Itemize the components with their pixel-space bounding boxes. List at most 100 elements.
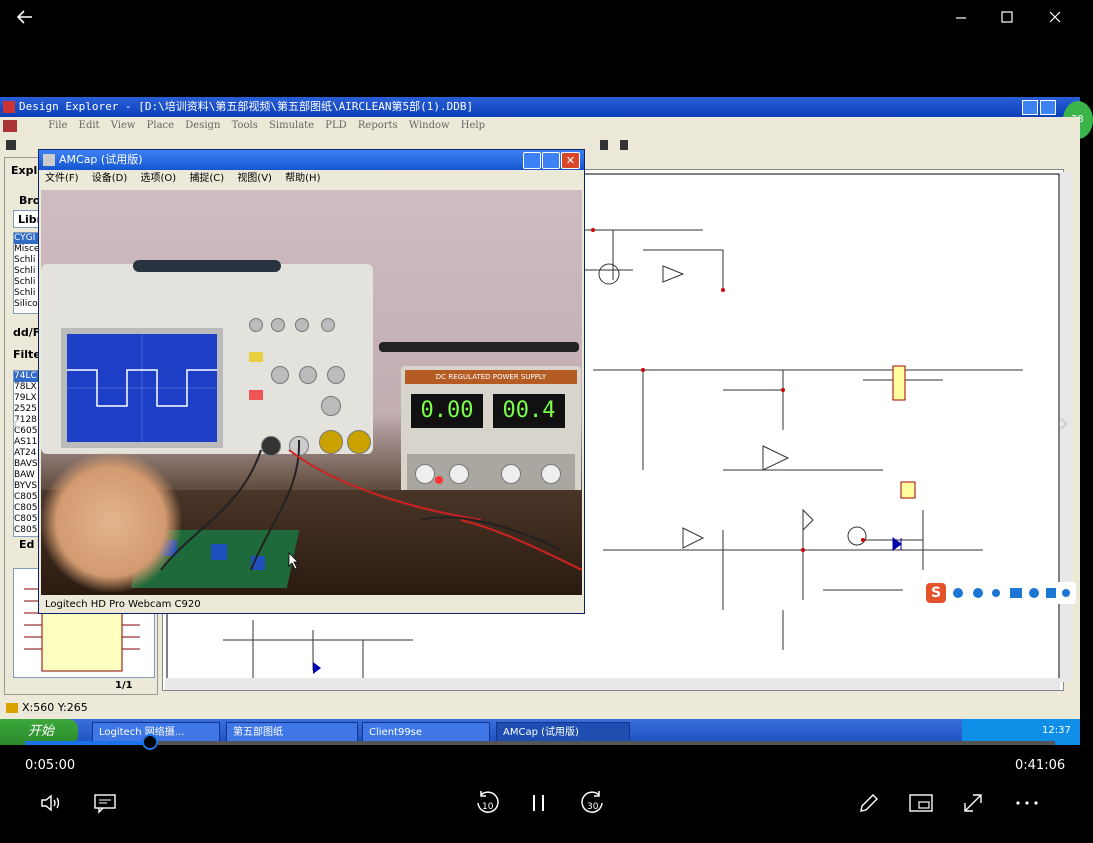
list-item[interactable]: Schli xyxy=(14,266,36,276)
chevron-right-icon[interactable]: › xyxy=(1058,406,1070,439)
progress-handle[interactable] xyxy=(142,734,159,750)
vertical-scrollbar[interactable] xyxy=(1060,172,1072,682)
start-label: 开始 xyxy=(28,724,55,739)
toolbar-icon[interactable] xyxy=(600,140,608,150)
scope-handle xyxy=(133,260,281,272)
list-item[interactable]: 2525 xyxy=(14,404,37,414)
menu-pld[interactable]: PLD xyxy=(325,120,347,131)
pen-icon[interactable] xyxy=(854,788,884,818)
psu-handle xyxy=(379,342,579,352)
toolbar-icon[interactable] xyxy=(620,140,628,150)
menu-file[interactable]: 文件(F) xyxy=(45,173,79,184)
menu-device[interactable]: 设备(D) xyxy=(91,173,128,184)
menu-help[interactable]: 帮助(H) xyxy=(285,173,321,184)
amcap-statusbar: Logitech HD Pro Webcam C920 xyxy=(39,596,584,613)
svg-text:10: 10 xyxy=(482,802,494,812)
video-frame[interactable]: Design Explorer - [D:\培训资料\第五部视频\第五部图纸\A… xyxy=(0,97,1093,745)
progress-track[interactable] xyxy=(25,741,1055,745)
list-item[interactable]: C805 xyxy=(14,525,38,535)
menu-options[interactable]: 选项(O) xyxy=(140,173,177,184)
list-item[interactable]: AT24 xyxy=(14,448,37,458)
list-item[interactable]: C605 xyxy=(14,426,38,436)
menu-design[interactable]: Design xyxy=(185,120,221,131)
list-item[interactable]: C805 xyxy=(14,492,38,502)
app-icon xyxy=(3,101,15,113)
menu-view[interactable]: View xyxy=(110,120,136,131)
list-item[interactable]: 7128 xyxy=(14,415,37,425)
menu-tools[interactable]: Tools xyxy=(231,120,258,131)
list-item[interactable]: 78LX xyxy=(14,382,37,392)
horizontal-scrollbar[interactable] xyxy=(165,678,1060,690)
system-tray: 12:37 xyxy=(962,719,1080,745)
list-item[interactable]: Schli xyxy=(14,277,36,287)
rewind-10-icon[interactable]: 10 xyxy=(472,788,502,818)
explorer-tab[interactable]: Expl xyxy=(11,164,38,177)
edit-button[interactable]: Ed xyxy=(19,538,35,551)
list-item[interactable]: Silico xyxy=(14,299,38,309)
close-icon[interactable] xyxy=(1044,6,1066,28)
list-item[interactable]: BAVS xyxy=(14,459,38,469)
list-item[interactable]: Schli xyxy=(14,288,36,298)
status-bar: X:560 Y:265 xyxy=(0,697,1080,719)
captions-icon[interactable] xyxy=(90,788,120,818)
pause-icon[interactable] xyxy=(524,788,554,818)
forward-30-icon[interactable]: 30 xyxy=(578,788,608,818)
progress-fill xyxy=(25,741,151,745)
coordinates: X:560 Y:265 xyxy=(22,701,88,714)
menu-reports[interactable]: Reports xyxy=(357,120,398,131)
filter-label: Filte xyxy=(13,348,41,361)
camera-icon xyxy=(43,154,55,166)
back-arrow-icon[interactable] xyxy=(14,6,36,28)
design-explorer-titlebar: Design Explorer - [D:\培训资料\第五部视频\第五部图纸\A… xyxy=(0,97,1080,117)
menu-simulate[interactable]: Simulate xyxy=(269,120,315,131)
taskbar-item-client99se[interactable]: Client99se xyxy=(362,722,490,742)
more-options-icon[interactable] xyxy=(1012,788,1042,818)
start-button[interactable]: 开始 xyxy=(0,719,78,745)
cursor-icon xyxy=(288,552,299,570)
list-item[interactable]: BYVS xyxy=(14,481,38,491)
menu-edit[interactable]: Edit xyxy=(78,120,100,131)
svg-text:30: 30 xyxy=(587,802,599,812)
amcap-titlebar[interactable]: AMCap (试用版) ✕ xyxy=(39,150,584,170)
toolbar-icon[interactable] xyxy=(6,140,16,150)
taskbar-item-folder[interactable]: 第五部图纸 xyxy=(226,722,358,742)
ime-toolbar[interactable]: S xyxy=(924,582,1076,604)
list-item[interactable]: 79LX xyxy=(14,393,37,403)
list-item[interactable]: Schli xyxy=(14,255,36,265)
menu-place[interactable]: Place xyxy=(146,120,175,131)
maximize-icon[interactable] xyxy=(542,152,560,169)
list-item[interactable]: C805 xyxy=(14,514,38,524)
design-explorer-title: Design Explorer - [D:\培训资料\第五部视频\第五部图纸\A… xyxy=(19,100,474,113)
player-topbar xyxy=(0,0,1080,34)
clock: 12:37 xyxy=(1042,725,1071,736)
menu-window[interactable]: Window xyxy=(408,120,450,131)
close-icon[interactable]: ✕ xyxy=(561,152,580,169)
total-time: 0:41:06 xyxy=(1015,758,1066,773)
list-item[interactable]: Misce xyxy=(14,244,40,254)
mini-view-icon[interactable] xyxy=(906,788,936,818)
sogou-icon[interactable]: S xyxy=(926,583,946,603)
list-item[interactable]: BAW xyxy=(14,470,35,480)
amcap-window[interactable]: AMCap (试用版) ✕ 文件(F) 设备(D) 选项(O) 捕捉(C) 视图… xyxy=(38,149,585,614)
menu-capture[interactable]: 捕捉(C) xyxy=(189,173,225,184)
windows-taskbar: 开始 Logitech 网络摄... 第五部图纸 Client99se AMCa… xyxy=(0,719,1080,745)
minimize-icon[interactable] xyxy=(1022,100,1038,115)
page-indicator: 1/1 xyxy=(115,680,133,691)
menu-file[interactable]: File xyxy=(48,120,68,131)
volume-icon[interactable] xyxy=(36,788,66,818)
menu-view[interactable]: 视图(V) xyxy=(237,173,272,184)
webcam-preview: DC REGULATED POWER SUPPLY 0.00 00.4 xyxy=(41,190,583,595)
fullscreen-icon[interactable] xyxy=(958,788,988,818)
minimize-icon[interactable] xyxy=(523,152,541,169)
amcap-title: AMCap (试用版) xyxy=(59,153,143,166)
restore-icon[interactable] xyxy=(1040,100,1056,115)
maximize-icon[interactable] xyxy=(996,6,1018,28)
list-item[interactable]: C805 xyxy=(14,503,38,513)
menu-help[interactable]: Help xyxy=(460,120,486,131)
minimize-icon[interactable] xyxy=(950,6,972,28)
chevron-left-icon[interactable]: ‹ xyxy=(10,406,22,439)
list-item[interactable]: AS11 xyxy=(14,437,38,447)
add-remove-button[interactable]: dd/F xyxy=(13,326,41,339)
psu-label: DC REGULATED POWER SUPPLY xyxy=(405,370,577,384)
taskbar-item-amcap[interactable]: AMCap (试用版) xyxy=(496,722,630,742)
